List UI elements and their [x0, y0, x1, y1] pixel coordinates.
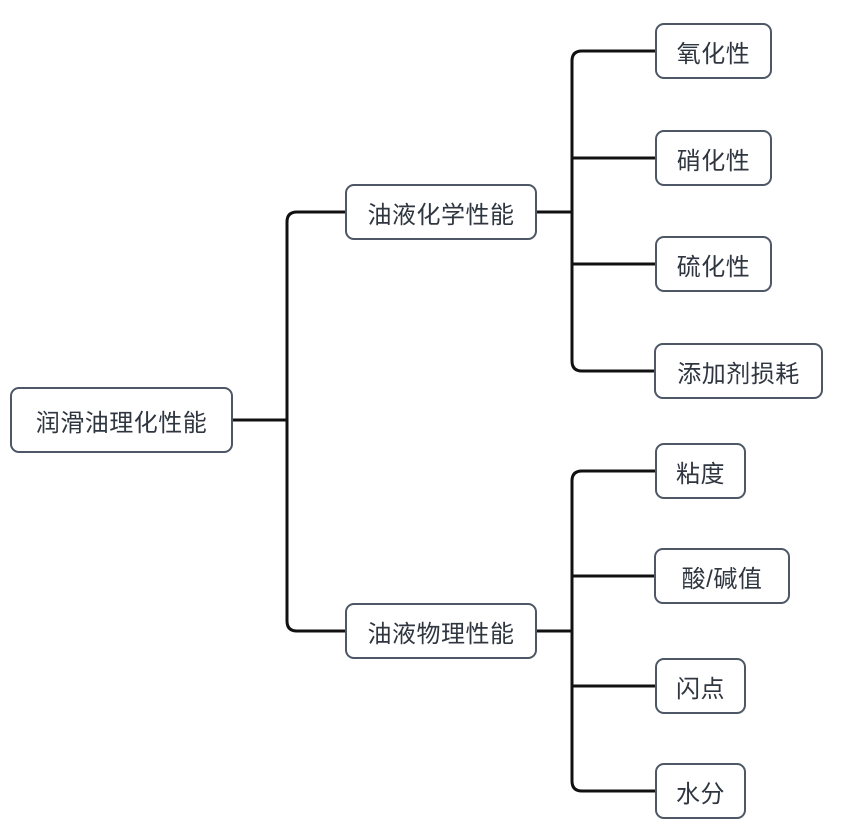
node-leaf-sulfidation[interactable]: 硫化性	[655, 236, 772, 292]
node-leaf-oxidation[interactable]: 氧化性	[655, 23, 772, 79]
node-leaf-flash-point[interactable]: 闪点	[655, 658, 746, 714]
node-leaf-water-content-label: 水分	[676, 780, 725, 808]
node-leaf-acid-base-label: 酸/碱值	[681, 565, 763, 593]
node-leaf-nitration[interactable]: 硝化性	[655, 130, 772, 186]
node-leaf-sulfidation-label: 硫化性	[676, 253, 751, 281]
node-leaf-water-content[interactable]: 水分	[655, 763, 746, 819]
node-leaf-flash-point-label: 闪点	[676, 675, 725, 703]
node-leaf-viscosity-label: 粘度	[676, 460, 725, 488]
node-leaf-viscosity[interactable]: 粘度	[655, 443, 746, 499]
node-leaf-oxidation-label: 氧化性	[676, 40, 751, 68]
node-branch-chemical[interactable]: 油液化学性能	[345, 184, 537, 240]
node-root-label: 润滑油理化性能	[35, 409, 208, 437]
node-root[interactable]: 润滑油理化性能	[10, 387, 233, 453]
connector-branch1-spine	[570, 49, 655, 373]
node-leaf-additive-depletion-label: 添加剂损耗	[677, 360, 800, 388]
connector-main-spine	[285, 210, 345, 633]
node-branch-physical-label: 油液物理性能	[367, 620, 515, 648]
node-leaf-acid-base[interactable]: 酸/碱值	[654, 548, 790, 604]
node-branch-physical[interactable]: 油液物理性能	[345, 603, 537, 659]
connector-branch2-spine	[570, 469, 655, 793]
node-leaf-additive-depletion[interactable]: 添加剂损耗	[654, 343, 823, 399]
node-branch-chemical-label: 油液化学性能	[367, 201, 515, 229]
node-leaf-nitration-label: 硝化性	[676, 147, 751, 175]
